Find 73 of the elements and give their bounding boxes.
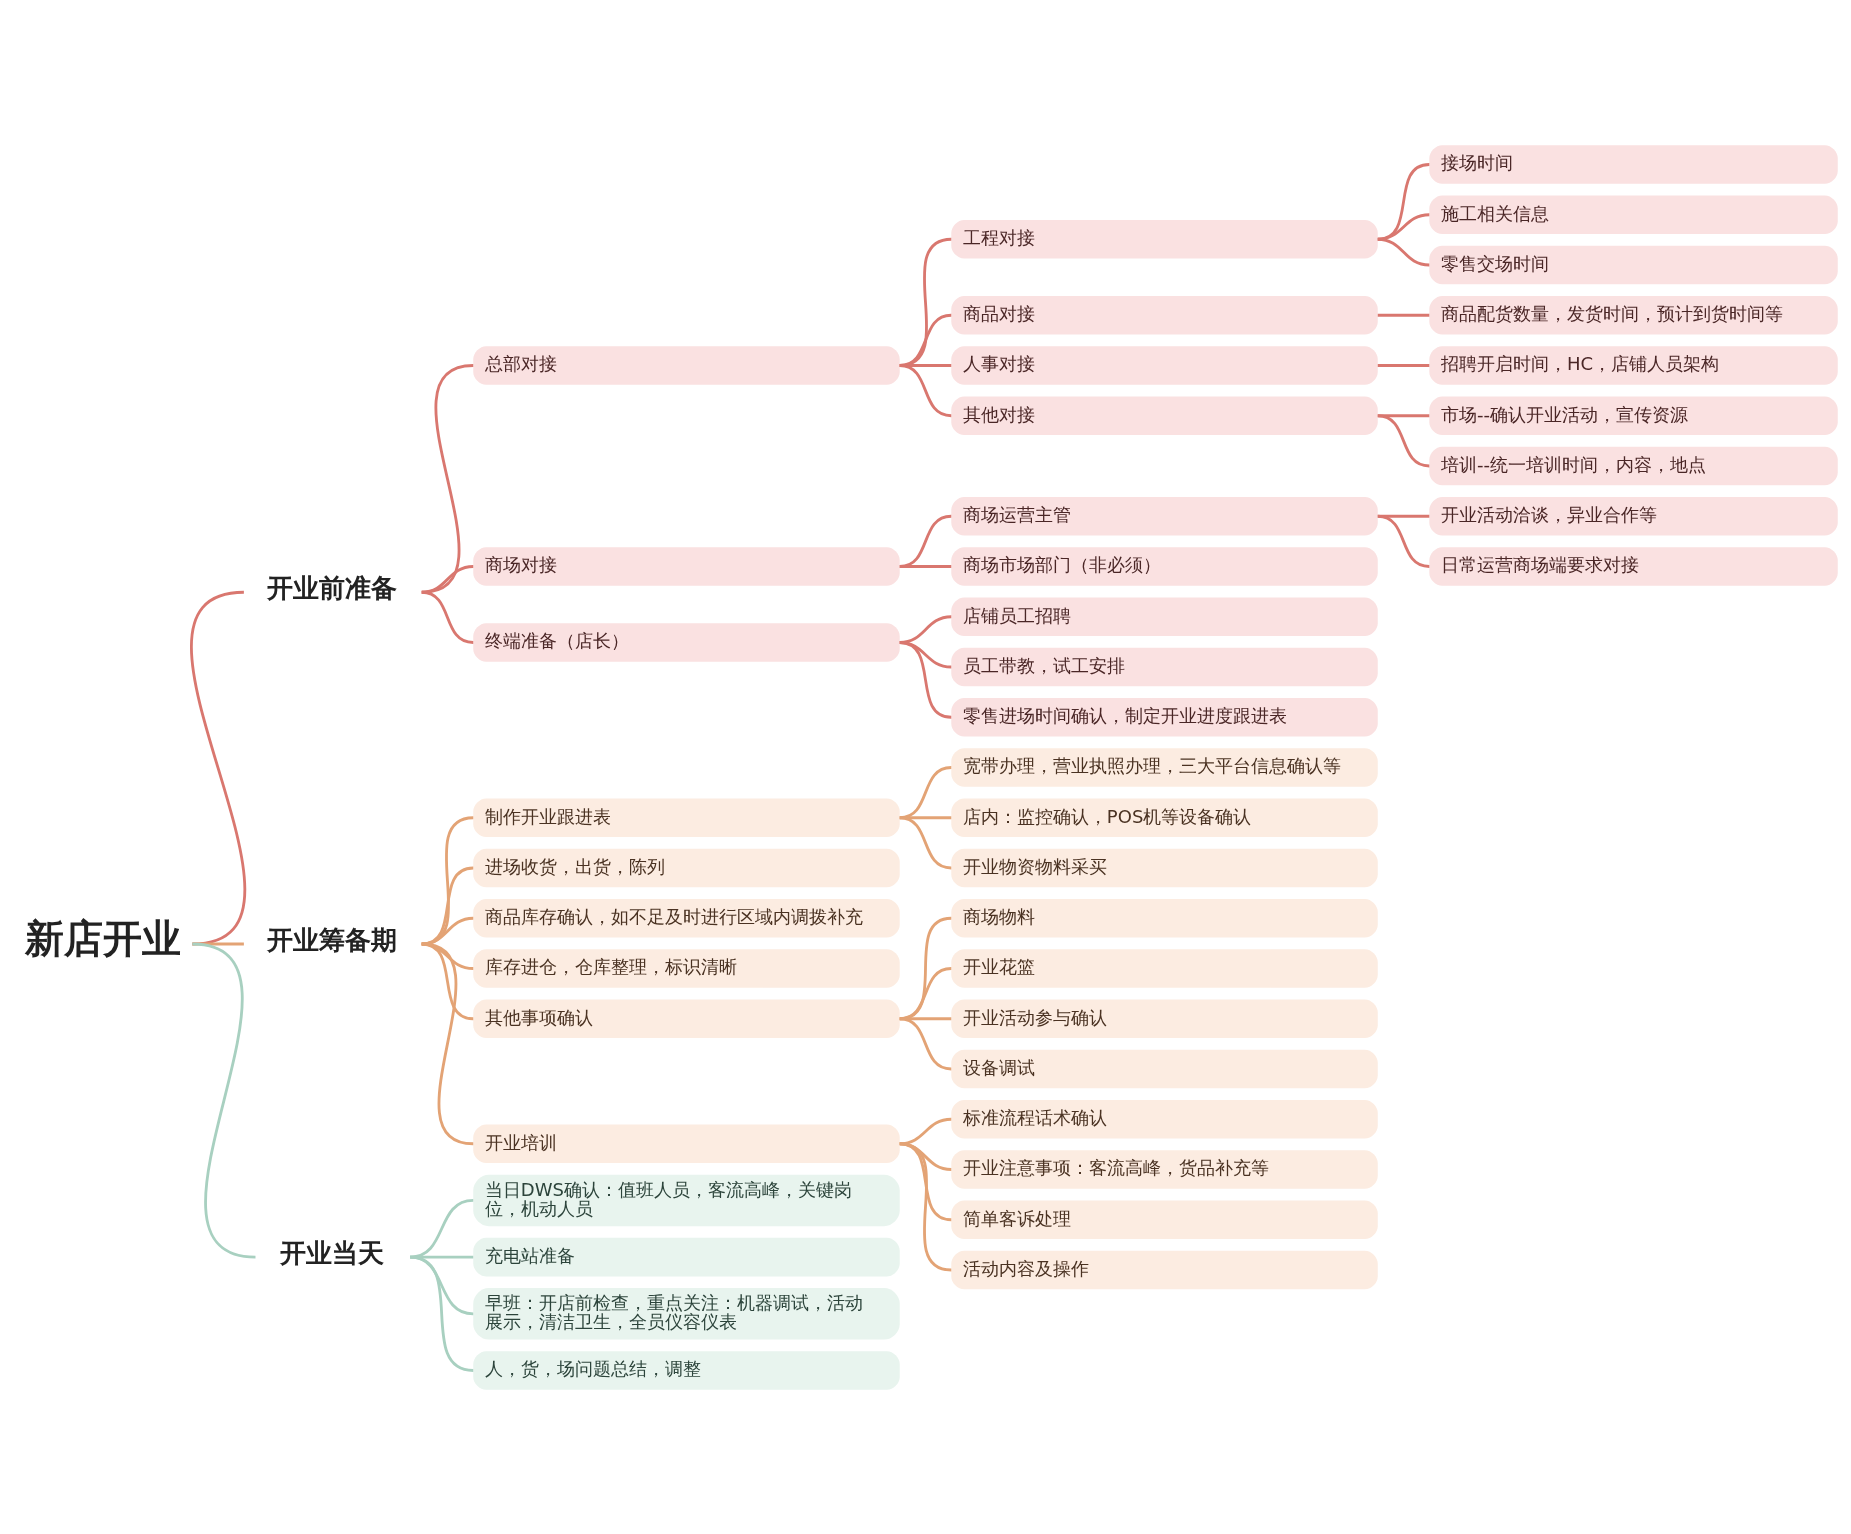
- node-box: 店内：监控确认，POS机等设备确认: [951, 797, 1378, 837]
- node-box: 简单客诉处理: [951, 1199, 1378, 1239]
- node-box: 制作开业跟进表: [473, 797, 900, 837]
- node-box: 终端准备（店长）: [473, 622, 900, 662]
- node-box: 培训--统一培训时间，内容，地点: [1429, 446, 1838, 485]
- node-box: 店铺员工招聘: [951, 596, 1378, 636]
- node-box: 库存进仓，仓库整理，标识清晰: [473, 948, 900, 988]
- node-box: 商场运营主管: [951, 496, 1378, 536]
- node-box: 商场物料: [951, 898, 1378, 938]
- connector: [1377, 313, 1430, 317]
- node-box: 设备调试: [951, 1049, 1378, 1088]
- node-box: 充电站准备: [473, 1237, 900, 1276]
- connector: [899, 765, 952, 819]
- connector: [1377, 162, 1430, 241]
- node-box: 招聘开启时间，HC，店铺人员架构: [1429, 345, 1838, 385]
- connector: [421, 815, 474, 945]
- connector: [409, 1255, 474, 1372]
- connector: [1377, 413, 1430, 467]
- connector: [899, 640, 952, 719]
- connector: [899, 514, 952, 568]
- connector: [409, 1198, 474, 1259]
- node-box: 开业活动洽谈，异业合作等: [1429, 496, 1838, 536]
- connector: [1377, 514, 1430, 568]
- connector: [899, 564, 952, 568]
- connector: [1377, 363, 1430, 367]
- node-box: 进场收货，出货，陈列: [473, 848, 900, 887]
- node-box: 宽带办理，营业执照办理，三大平台信息确认等: [951, 747, 1378, 787]
- node-text: 开业前准备: [267, 572, 398, 603]
- node-box: 商品库存确认，如不足及时进行区域内调拨补充: [473, 898, 900, 938]
- node-box: 商品对接: [951, 295, 1378, 335]
- connector: [899, 966, 952, 1020]
- node-box: 开业物资物料采买: [951, 848, 1378, 887]
- node-box: 标准流程话术确认: [951, 1099, 1378, 1139]
- connector: [421, 942, 474, 1020]
- connector: [899, 815, 952, 869]
- connector: [1377, 413, 1430, 417]
- node-box: 零售交场时间: [1429, 245, 1838, 284]
- node-text: 开业当天: [279, 1237, 384, 1268]
- connector: [1377, 237, 1430, 266]
- node-box: 零售进场时间确认，制定开业进度跟进表: [951, 697, 1378, 737]
- node-box: 工程对接: [951, 219, 1378, 259]
- node-text: 新店开业: [24, 915, 181, 961]
- node-text: 开业筹备期: [267, 924, 398, 955]
- connector: [899, 1141, 952, 1271]
- node-box: 开业花篮: [951, 948, 1378, 988]
- node-box: 开业注意事项：客流高峰，货品补充等: [951, 1149, 1378, 1189]
- node-box: 商场对接: [473, 546, 900, 586]
- node-box: 市场--确认开业活动，宣传资源: [1429, 395, 1838, 435]
- node-box: 早班：开店前检查，重点关注：机器调试，活动展示，清洁卫生，全员仪容仪表: [473, 1287, 900, 1340]
- connector: [421, 866, 474, 945]
- node-box: 总部对接: [473, 345, 900, 385]
- node-box: 人，货，场问题总结，调整: [473, 1350, 900, 1390]
- node-box: 商场市场部门（非必须）: [951, 546, 1378, 586]
- node-box: 商品配货数量，发货时间，预计到货时间等: [1429, 295, 1838, 335]
- connector: [899, 1016, 952, 1020]
- node-box: 日常运营商场端要求对接: [1429, 546, 1838, 586]
- node-box: 其他事项确认: [473, 998, 900, 1038]
- connector: [899, 363, 952, 417]
- node-box: 人事对接: [951, 345, 1378, 385]
- connector: [421, 590, 474, 644]
- connector: [421, 942, 474, 1145]
- node-box: 接场时间: [1429, 144, 1838, 184]
- node-box: 施工相关信息: [1429, 194, 1838, 234]
- connector: [421, 916, 474, 945]
- connector: [899, 1016, 952, 1070]
- node-box: 员工带教，试工安排: [951, 647, 1378, 686]
- connector: [899, 815, 952, 819]
- node-box: 当日DWS确认：值班人员，客流高峰，关键岗位，机动人员: [473, 1174, 900, 1226]
- node-box: 其他对接: [951, 395, 1378, 435]
- node-box: 开业培训: [473, 1123, 900, 1163]
- node-box: 活动内容及操作: [951, 1250, 1378, 1289]
- node-box: 开业活动参与确认: [951, 998, 1378, 1038]
- connector: [899, 916, 952, 1020]
